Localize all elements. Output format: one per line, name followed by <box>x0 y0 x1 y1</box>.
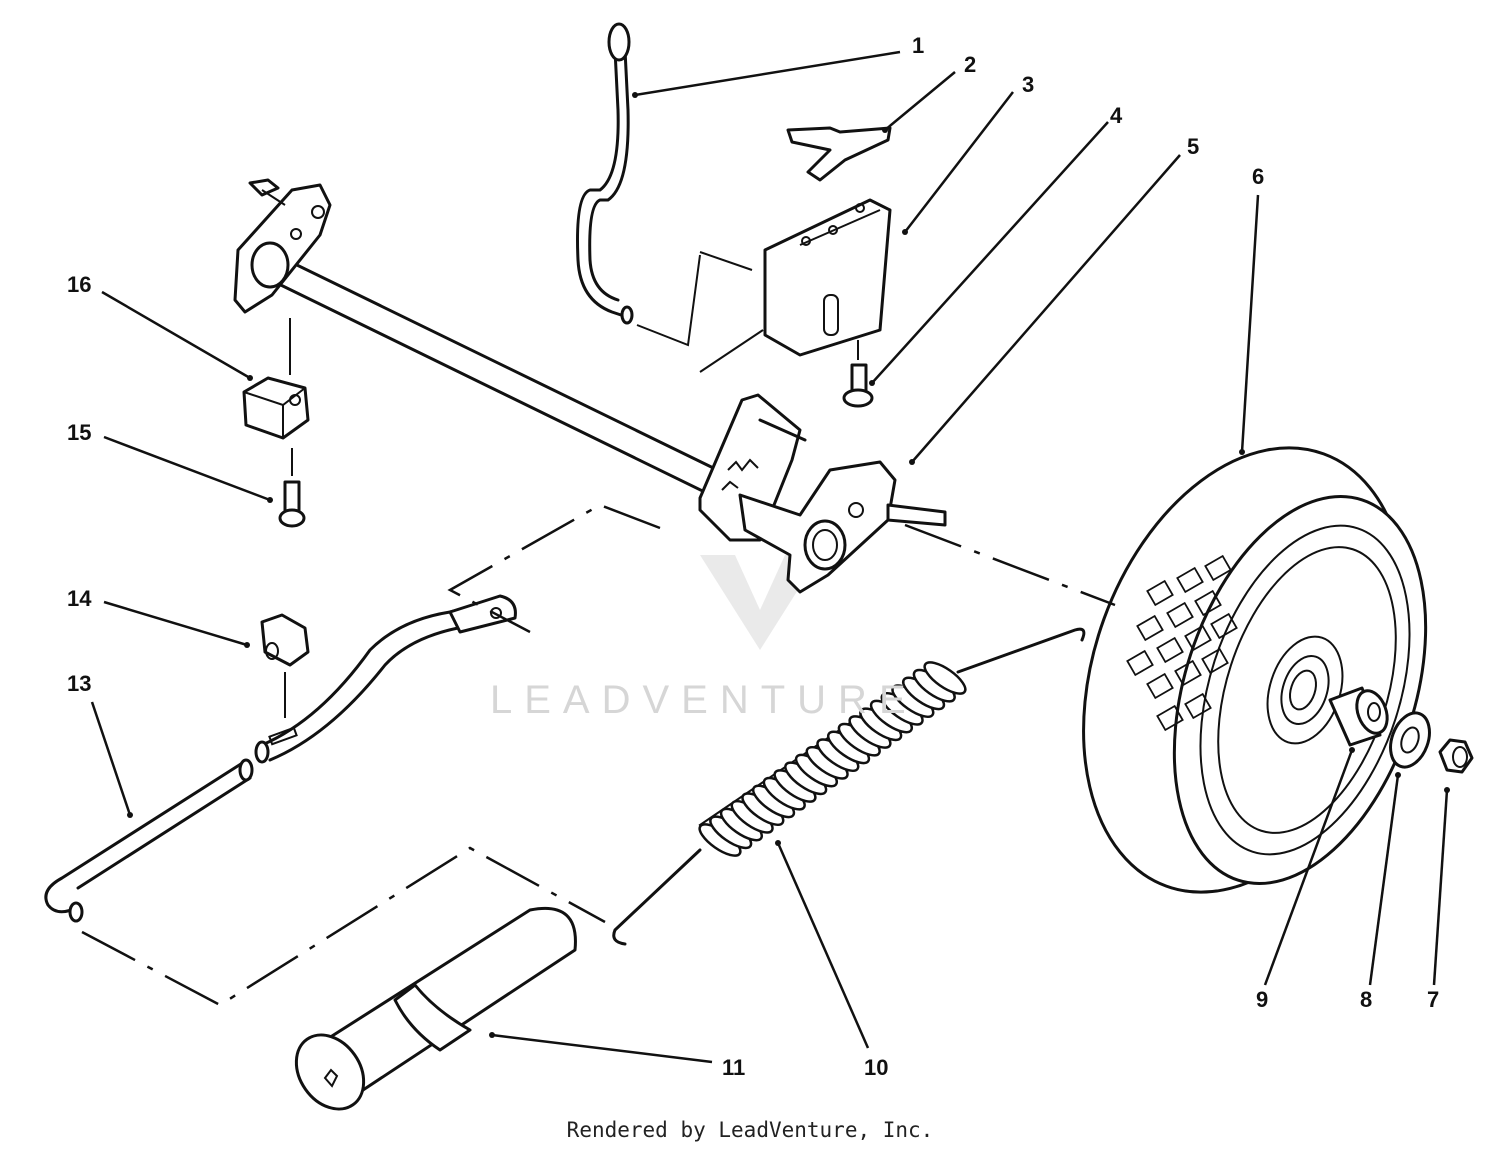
callout-2: 2 <box>964 52 977 77</box>
torsion-spring <box>612 627 1086 946</box>
callout-9: 9 <box>1256 987 1269 1012</box>
bracket-screw <box>842 340 874 408</box>
callout-13: 13 <box>67 671 92 696</box>
spring-coil <box>923 661 967 695</box>
tread-block <box>1184 692 1212 720</box>
tread-block <box>1204 554 1232 582</box>
callout-11: 11 <box>722 1055 746 1080</box>
centerlines <box>81 503 1116 1007</box>
spring-clip <box>786 126 892 182</box>
tread-block <box>1146 579 1174 607</box>
footer-credit: Rendered by LeadVenture, Inc. <box>566 1118 934 1142</box>
tread-block <box>1176 566 1204 594</box>
hex-nut <box>1438 738 1474 774</box>
callout-16: 16 <box>67 272 92 297</box>
right-axle-plate <box>738 460 947 594</box>
tread-block <box>1194 589 1222 617</box>
callout-1: 1 <box>912 33 925 58</box>
tread-block <box>1210 612 1238 640</box>
tread-block <box>1166 601 1194 629</box>
callout-7: 7 <box>1427 987 1440 1012</box>
axle-block <box>242 318 310 440</box>
callout-6: 6 <box>1252 164 1265 189</box>
tread-block <box>1156 636 1184 664</box>
cam-bracket <box>699 198 892 373</box>
callout-15: 15 <box>67 420 92 445</box>
spring-tube <box>294 906 577 1111</box>
leader-lines <box>90 50 1450 1064</box>
callout-8: 8 <box>1360 987 1373 1012</box>
lever-block <box>260 613 310 718</box>
watermark-text: LEADVENTURE <box>490 678 918 722</box>
wheel-bushing <box>1328 686 1389 747</box>
height-adjust-lever <box>576 22 701 347</box>
tread-block <box>1184 624 1212 652</box>
tread-block <box>1126 649 1154 677</box>
tread-block <box>1201 647 1229 675</box>
washer <box>1389 711 1431 769</box>
callout-14: 14 <box>67 586 92 611</box>
tread-block <box>1174 659 1202 687</box>
handle-rod <box>44 594 517 923</box>
callout-10: 10 <box>864 1055 889 1080</box>
left-axle-plate <box>233 178 332 314</box>
height-adjuster-bracket <box>698 393 807 542</box>
callout-4: 4 <box>1110 103 1123 128</box>
callout-5: 5 <box>1187 134 1200 159</box>
tread-block <box>1146 672 1174 700</box>
block-screw <box>278 448 306 528</box>
callout-3: 3 <box>1022 72 1035 97</box>
wheel <box>1082 446 1428 894</box>
tread-block <box>1136 614 1164 642</box>
tread-block <box>1156 704 1184 732</box>
